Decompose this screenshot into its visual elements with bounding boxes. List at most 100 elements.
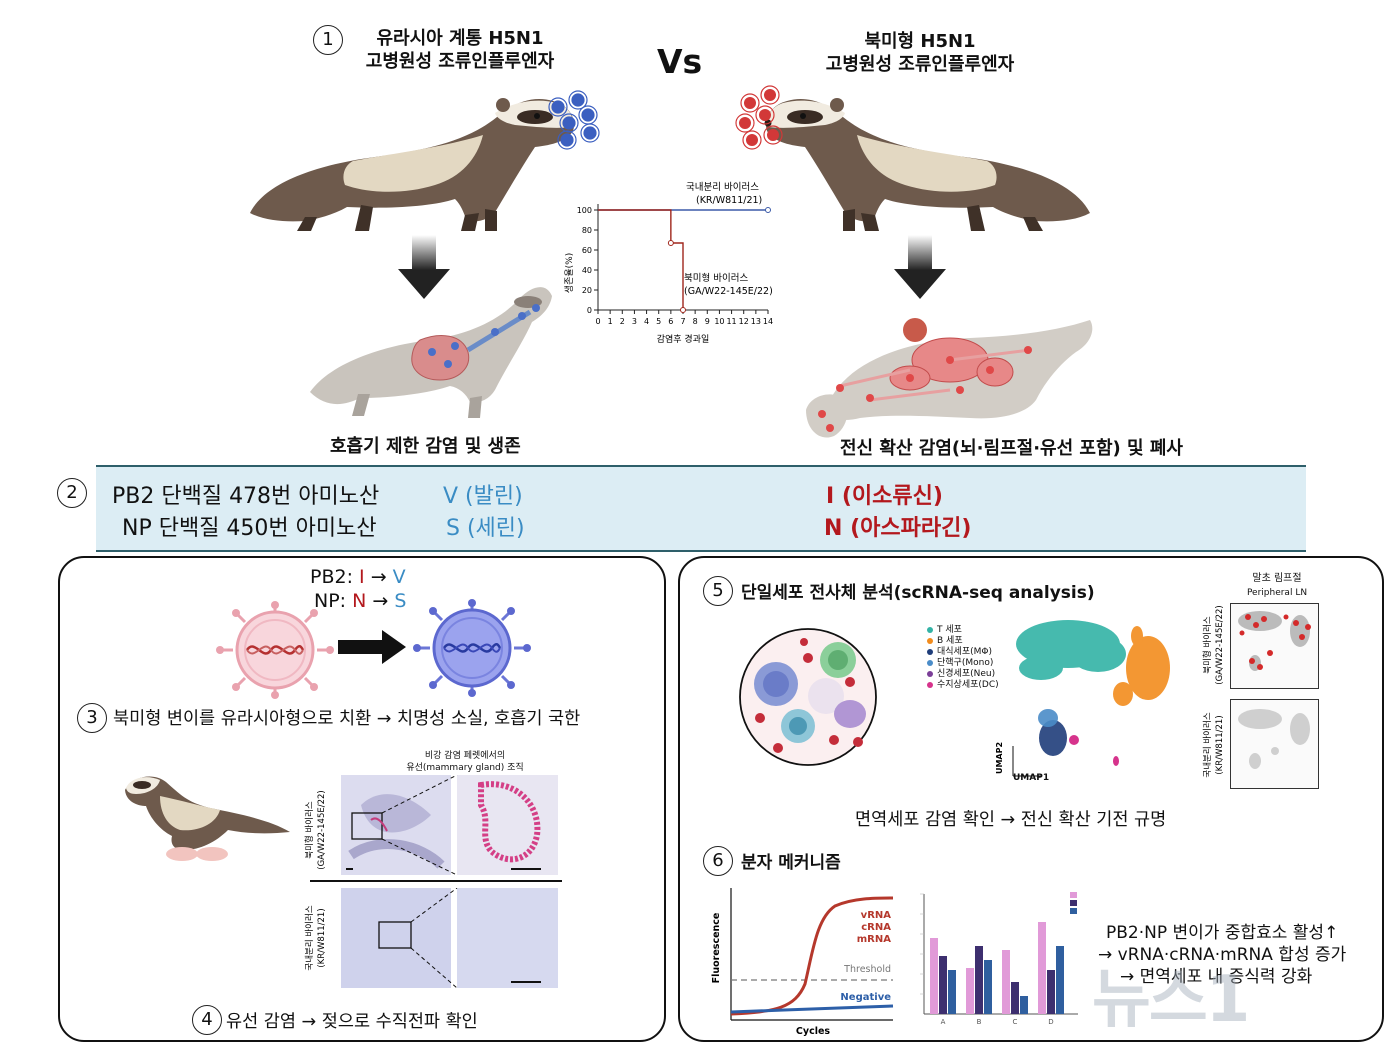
legend-item-3: 단핵구(Mono) xyxy=(927,655,993,668)
kr-histology-highmag xyxy=(457,888,558,988)
histology-title-line1: 비강 감염 페렛에서의 xyxy=(424,751,506,761)
bar-B-1 xyxy=(975,946,983,1014)
bar-A-0 xyxy=(930,938,938,1014)
pb2-residue-label: PB2 단백질 478번 아미노산 xyxy=(112,484,380,509)
histo-row2-label-2: (KR/W811/21) xyxy=(317,908,327,967)
x-tick-label-2: 2 xyxy=(620,317,625,326)
mutation-band xyxy=(96,465,1306,552)
np-arrow: → xyxy=(372,590,389,612)
na-title-line2: 고병원성 조류인플루엔자 xyxy=(825,54,1015,75)
qpcr-crna-label: cRNA xyxy=(861,922,891,933)
y-tick-label-2: 40 xyxy=(582,266,592,275)
north-american-ferret-illustration xyxy=(735,85,1090,231)
north-american-title: 북미형 H5N1 고병원성 조류인플루엔자 xyxy=(805,30,1035,76)
ln-title-line1: 말초 림프절 xyxy=(1252,573,1302,584)
ln-umap-kr-points xyxy=(1238,709,1310,769)
umap-plot xyxy=(1012,620,1170,777)
x-tick-label-14: 14 xyxy=(763,317,773,326)
legend-item-1: B 세포 xyxy=(927,633,963,646)
north-american-outcome: 전신 확산 감염(뇌·림프절·유선 포함) 및 폐사 xyxy=(840,438,1183,459)
news1-watermark: 뉴스1 xyxy=(1092,963,1250,1037)
ln-row1-label-2: (GA/W22-145E/22) xyxy=(1215,605,1225,684)
histo-row1-label-1: 북미형 바이러스 xyxy=(304,801,315,859)
umap-y-label-svg: UMAP2 xyxy=(995,742,1004,774)
survival-na-step-marker xyxy=(667,240,674,246)
legend-item-0: T 세포 xyxy=(927,622,962,635)
np-prefix: NP: xyxy=(314,590,353,612)
x-tick-label-10: 10 xyxy=(714,317,724,326)
legend-swatch-3 xyxy=(927,659,933,666)
umap-y-label: UMAP2 xyxy=(995,742,1004,774)
eurasian-virus-particle-icon xyxy=(413,599,531,697)
survival-series-marker-0 xyxy=(765,207,771,213)
legend-label-3: 단핵구(Mono) xyxy=(937,658,994,668)
qpcr-amplification-plot: Fluorescence vRNA cRNA mRNA Threshold Ne… xyxy=(711,888,894,1037)
x-tick-label-12: 12 xyxy=(739,317,749,326)
vs-label: Vs xyxy=(657,42,703,81)
na-title-line1: 북미형 H5N1 xyxy=(864,31,976,52)
histology-title-line2: 유선(mammary gland) 조직 xyxy=(406,763,524,773)
ln-row1-label-1: 북미형 바이러스 xyxy=(1202,616,1213,674)
y-tick-label-4: 80 xyxy=(582,226,592,235)
mechanism-summary: PB2·NP 변이가 중합효소 활성↑ → vRNA·cRNA·mRNA 합성 … xyxy=(1098,922,1346,988)
pb2-arrow: → xyxy=(370,566,387,588)
eurasian-outcome: 호흡기 제한 감염 및 생존 xyxy=(330,436,521,457)
mechanism-line3: → 면역세포 내 증식력 강화 xyxy=(1120,967,1313,987)
survival-chart-ylabel: 생존율(%) xyxy=(564,253,575,293)
bar-B-0 xyxy=(966,968,974,1014)
kr-histology-staining xyxy=(378,888,541,988)
legend-label-2: 대식세포(MΦ) xyxy=(937,647,992,657)
x-tick-label-4: 4 xyxy=(644,317,649,326)
x-tick-label-5: 5 xyxy=(656,317,661,326)
conversion-arrow-icon xyxy=(338,630,406,664)
survival-chart-xlabel: 감염후 경과일 xyxy=(657,333,710,345)
mechanism-line1: PB2·NP 변이가 중합효소 활성↑ xyxy=(1106,923,1339,943)
bar-category-label-C: C xyxy=(1013,1018,1018,1026)
step-number-2: 2 xyxy=(57,478,87,508)
peripheral-ln-title: 말초 림프절 Peripheral LN xyxy=(1222,572,1332,600)
bar-category-label-D: D xyxy=(1048,1018,1053,1026)
step-number-6: 6 xyxy=(703,846,733,876)
na-virus-particle-icon xyxy=(216,601,334,699)
y-tick-label-0: 0 xyxy=(587,306,592,315)
bar-category-label-A: A xyxy=(941,1018,946,1026)
y-tick-label-5: 100 xyxy=(577,206,592,215)
np-from: N xyxy=(352,590,367,612)
bar-D-2 xyxy=(1056,946,1064,1014)
qpcr-xlabel: Cycles xyxy=(796,1026,830,1037)
histology-title: 비강 감염 페렛에서의 유선(mammary gland) 조직 xyxy=(380,750,550,774)
bar-C-2 xyxy=(1020,996,1028,1014)
legend-swatch-1 xyxy=(927,637,933,644)
systemic-infection-ferret-illustration xyxy=(806,318,1093,438)
qpcr-mrna-label: mRNA xyxy=(857,934,891,945)
pb2-eurasian-residue: V (발린) xyxy=(443,484,523,509)
kr-histology-lowmag xyxy=(341,888,451,988)
legend-label-0: T 세포 xyxy=(937,625,962,635)
x-tick-label-13: 13 xyxy=(751,317,761,326)
umap-x-label: UMAP1 xyxy=(1013,773,1050,783)
np-na-residue: N (아스파라긴) xyxy=(824,516,972,541)
qpcr-ylabel: Fluorescence xyxy=(711,913,722,984)
legend-item-5: 수지상세포(DC) xyxy=(927,677,999,690)
korean-series-label-2: (KR/W811/21) xyxy=(696,195,762,206)
np-eurasian-residue: S (세린) xyxy=(446,516,525,541)
immune-cells-illustration xyxy=(739,628,877,766)
bar-C-0 xyxy=(1002,950,1010,1014)
step-number-1: 1 xyxy=(313,25,343,55)
respiratory-infection-ferret-illustration xyxy=(310,287,552,418)
qpcr-negative-label: Negative xyxy=(840,992,891,1003)
bar-A-2 xyxy=(948,970,956,1014)
legend-swatch-2 xyxy=(927,648,933,655)
legend-label-5: 수지상세포(DC) xyxy=(937,680,999,690)
bar-D-0 xyxy=(1038,922,1046,1014)
y-tick-label-1: 20 xyxy=(582,286,592,295)
ln-title-line2: Peripheral LN xyxy=(1246,588,1308,598)
step3-text: 북미형 변이를 유라시아형으로 치환 → 치명성 소실, 호흡기 국한 xyxy=(113,709,581,729)
qpcr-vrna-label: vRNA xyxy=(861,910,892,921)
bar-D-1 xyxy=(1047,970,1055,1014)
qpcr-amplification-curve xyxy=(730,896,894,1016)
legend-item-2: 대식세포(MΦ) xyxy=(927,644,992,657)
na-series-label-2: (GA/W22-145E/22) xyxy=(684,286,773,297)
x-tick-label-9: 9 xyxy=(705,317,710,326)
